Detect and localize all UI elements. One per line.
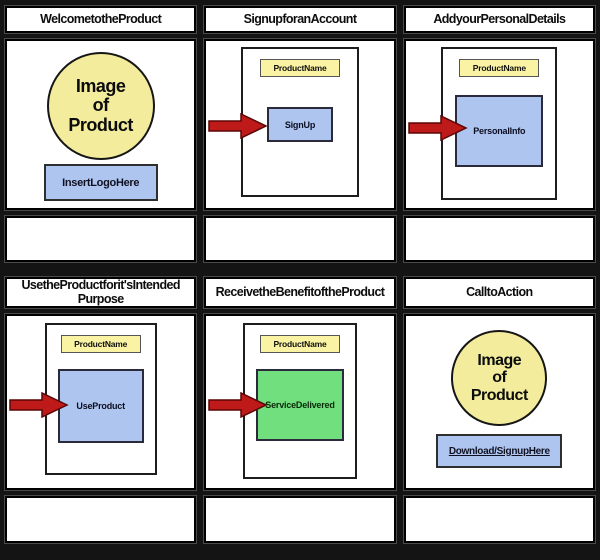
panel-cell-signup[interactable]: ProductName SignUp	[204, 39, 396, 210]
description-box-signup[interactable]	[204, 216, 396, 262]
description-box-welcome[interactable]	[5, 216, 197, 262]
panel-cell-call-to-action[interactable]: Image of Product Download/SignupHere	[403, 314, 595, 490]
signup-button-mockup[interactable]: SignUp	[266, 107, 333, 142]
storyboard-row-2: UsetheProductforit'sIntended Purpose Rec…	[5, 277, 595, 543]
panel-title-call-to-action[interactable]: CalltoAction	[403, 277, 595, 308]
product-image-circle[interactable]: Image of Product	[46, 52, 155, 160]
product-image-circle[interactable]: Image of Product	[451, 330, 548, 426]
product-name-banner: ProductName	[259, 59, 340, 77]
product-name-banner: ProductName	[259, 335, 340, 353]
use-product-box-mockup[interactable]: UseProduct	[57, 369, 144, 443]
red-arrow-icon[interactable]	[407, 115, 468, 141]
webpage-mockup[interactable]: ProductName PersonalInfo	[441, 47, 558, 200]
panel-cell-welcome[interactable]: Image of Product InsertLogoHere	[5, 39, 197, 210]
webpage-mockup[interactable]: ProductName SignUp	[240, 47, 359, 197]
panel-title-personal-details[interactable]: AddyourPersonalDetails	[403, 6, 595, 33]
panel-title-signup[interactable]: SignupforanAccount	[204, 6, 396, 33]
red-arrow-icon[interactable]	[208, 113, 269, 139]
panel-cell-receive-benefit[interactable]: ProductName ServiceDelivered	[204, 314, 396, 490]
red-arrow-icon[interactable]	[9, 392, 69, 418]
panel-title-receive-benefit[interactable]: ReceivetheBenefitoftheProduct	[204, 277, 396, 308]
panel-cell-use-product[interactable]: ProductName UseProduct	[5, 314, 197, 490]
description-box-receive-benefit[interactable]	[204, 496, 396, 543]
product-name-banner: ProductName	[459, 59, 540, 77]
webpage-mockup[interactable]: ProductName ServiceDelivered	[242, 323, 357, 479]
download-signup-label: Download/SignupHere	[448, 445, 550, 457]
insert-logo-button[interactable]: InsertLogoHere	[43, 164, 158, 201]
service-delivered-box-mockup[interactable]: ServiceDelivered	[255, 369, 344, 441]
panel-title-welcome[interactable]: WelcometotheProduct	[5, 6, 197, 33]
download-signup-button[interactable]: Download/SignupHere	[436, 434, 563, 468]
panel-title-use-product[interactable]: UsetheProductforit'sIntended Purpose	[5, 277, 197, 308]
panel-cell-personal-details[interactable]: ProductName PersonalInfo	[403, 39, 595, 210]
product-name-banner: ProductName	[60, 335, 141, 353]
description-box-personal-details[interactable]	[403, 216, 595, 262]
storyboard-row-1: WelcometotheProduct SignupforanAccount A…	[5, 6, 595, 262]
personal-info-box-mockup[interactable]: PersonalInfo	[455, 95, 544, 167]
description-box-use-product[interactable]	[5, 496, 197, 543]
red-arrow-icon[interactable]	[208, 392, 269, 418]
description-box-call-to-action[interactable]	[403, 496, 595, 543]
